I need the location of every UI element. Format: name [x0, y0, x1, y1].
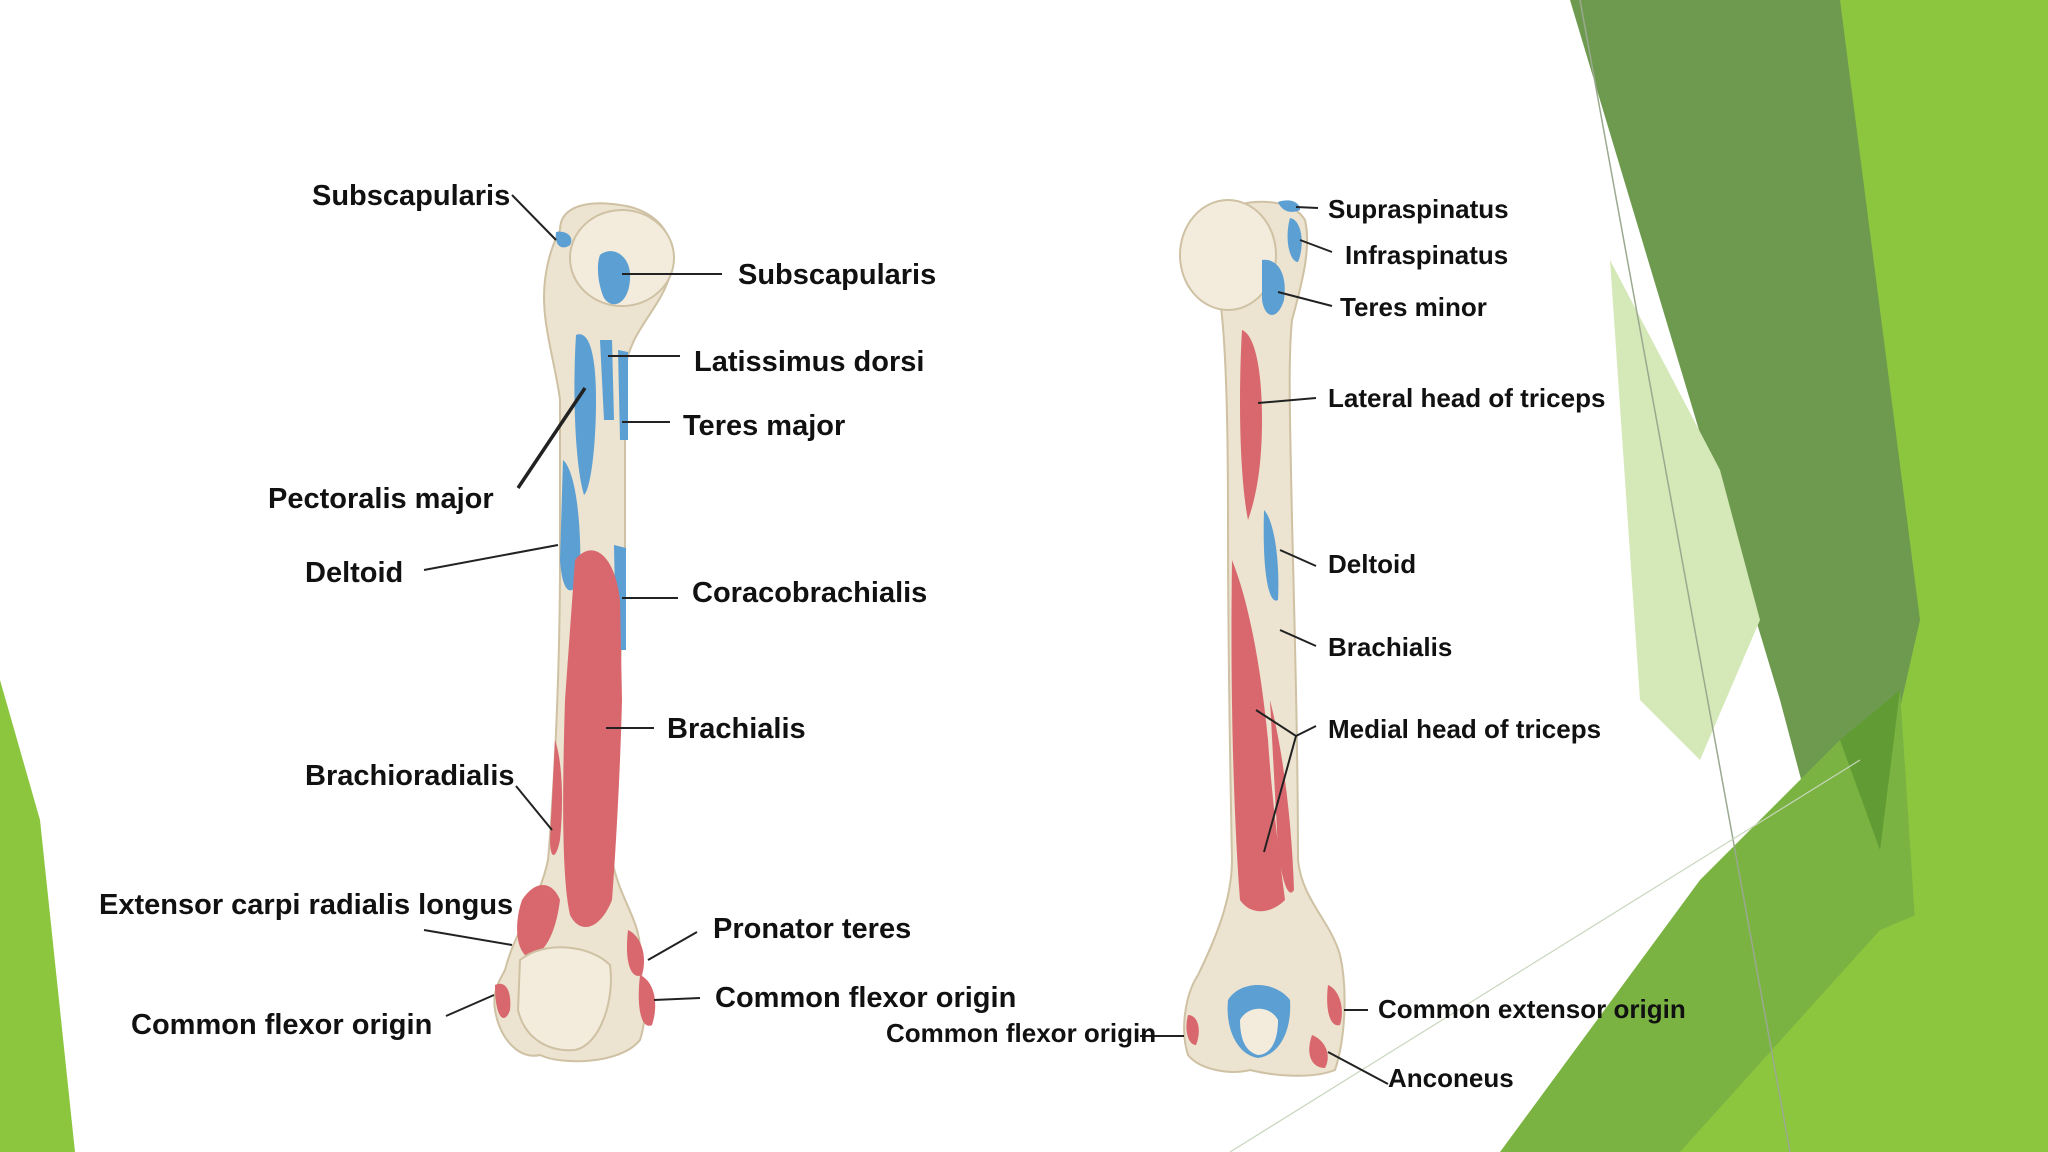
label-pectoralis-major: Pectoralis major [268, 483, 494, 515]
muscle-ecrl [517, 885, 560, 956]
muscle-lateral-triceps [1240, 330, 1262, 520]
label-pronator-teres: Pronator teres [713, 913, 911, 945]
muscle-subscapularis [597, 251, 631, 305]
posterior-bone [1183, 200, 1346, 1077]
muscle-common-extensor [1327, 985, 1342, 1026]
muscle-brachioradialis [550, 740, 563, 855]
label-teres-major: Teres major [683, 410, 845, 442]
anterior-leader-lines [423, 194, 722, 1017]
label-subscapularis-left: Subscapularis [312, 180, 510, 212]
theme-line [1579, 0, 1791, 1152]
posterior-head [1179, 199, 1277, 311]
posterior-label-group: Supraspinatus Infraspinatus Teres minor … [886, 194, 1686, 1093]
muscle-deltoid [560, 460, 581, 591]
right-green-shade [1840, 690, 1900, 850]
right-green-light-2 [1680, 860, 2048, 1152]
muscle-pronator-teres [626, 930, 645, 976]
label-medial-head-triceps: Medial head of triceps [1328, 714, 1601, 744]
anterior-humerus [493, 202, 675, 1063]
label-brachialis-anterior: Brachialis [667, 713, 806, 745]
theme-line [1229, 759, 1861, 1152]
label-deltoid-anterior: Deltoid [305, 557, 403, 589]
label-subscapularis-right: Subscapularis [738, 259, 936, 291]
label-extensor-carpi-radialis-longus: Extensor carpi radialis longus [99, 889, 513, 921]
muscle-anconeus [1309, 1035, 1328, 1068]
muscle-infraspinatus [1287, 218, 1302, 262]
label-supraspinatus: Supraspinatus [1328, 194, 1509, 224]
label-latissimus-dorsi: Latissimus dorsi [694, 346, 924, 378]
muscle-common-flexor [638, 975, 656, 1026]
muscle-subscapularis-small [555, 231, 572, 248]
muscle-latissimus [600, 340, 614, 420]
anterior-trochlea [516, 946, 612, 1052]
left-green-shape [0, 680, 75, 1152]
label-deltoid-posterior: Deltoid [1328, 549, 1416, 579]
muscle-medial-triceps-2 [1270, 700, 1294, 893]
muscle-pectoralis [574, 334, 596, 495]
muscle-common-flexor-posterior [1186, 1015, 1199, 1045]
muscle-deltoid-posterior [1263, 510, 1279, 601]
label-brachioradialis: Brachioradialis [305, 760, 515, 792]
label-brachialis-posterior: Brachialis [1328, 632, 1452, 662]
label-infraspinatus: Infraspinatus [1345, 240, 1508, 270]
label-common-flexor-origin-left: Common flexor origin [131, 1009, 432, 1041]
label-common-extensor-origin: Common extensor origin [1378, 994, 1686, 1024]
olecranon-inner [1240, 1008, 1278, 1055]
muscle-supraspinatus [1278, 200, 1300, 212]
muscle-teres-major [618, 350, 628, 440]
anterior-label-group: Subscapularis Subscapularis Latissimus d… [99, 180, 1016, 1041]
label-coracobrachialis: Coracobrachialis [692, 577, 927, 609]
label-anconeus: Anconeus [1388, 1063, 1514, 1093]
muscle-teres-minor [1262, 259, 1285, 315]
label-teres-minor: Teres minor [1340, 292, 1487, 322]
muscle-brachialis [563, 550, 622, 927]
muscle-common-flexor-left [495, 983, 511, 1018]
posterior-humerus [1179, 199, 1346, 1077]
posterior-leader-lines [1140, 206, 1389, 1085]
label-common-flexor-origin-right: Common flexor origin [715, 982, 1016, 1014]
label-lateral-head-triceps: Lateral head of triceps [1328, 383, 1605, 413]
label-common-flexor-origin-posterior: Common flexor origin [886, 1018, 1156, 1048]
right-green-pale [1610, 260, 1760, 760]
